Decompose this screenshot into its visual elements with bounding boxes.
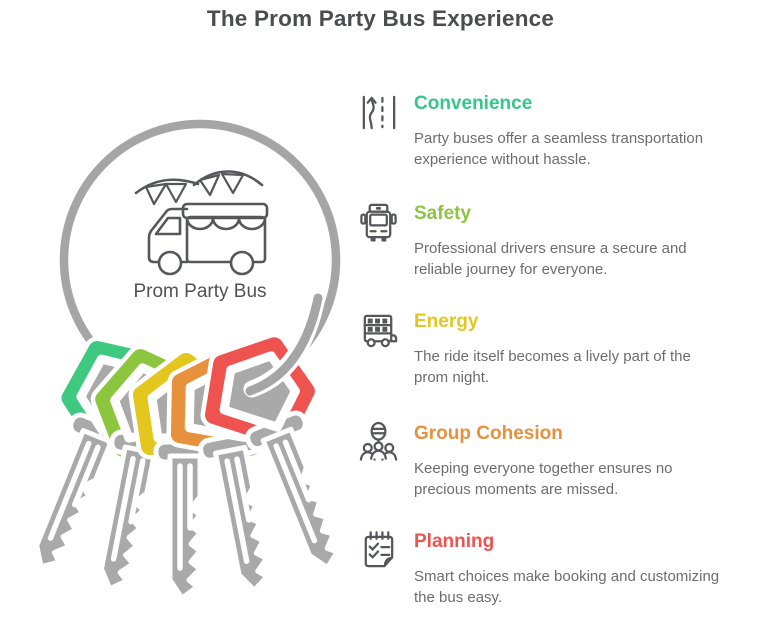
feature-heading: Convenience	[414, 93, 533, 114]
key-red	[200, 332, 340, 571]
double-decker-bus-icon	[357, 309, 400, 352]
feature-heading: Planning	[414, 531, 495, 552]
keyring-thread	[243, 293, 325, 398]
feature-description: Keeping everyone together ensures no pre…	[414, 460, 673, 498]
feature-heading: Group Cohesion	[414, 423, 563, 444]
feature-item-convenience: Convenience Party buses offer a seamless…	[357, 91, 717, 170]
keyring-illustration	[34, 119, 341, 601]
party-bus-icon	[147, 202, 269, 276]
group-balloon-icon	[357, 421, 400, 464]
feature-description: Professional drivers ensure a secure and…	[414, 240, 687, 278]
feature-description: Party buses offer a seamless transportat…	[414, 130, 704, 168]
feature-item-planning: Planning Smart choices make booking and …	[357, 529, 719, 608]
notepad-checklist-icon	[357, 529, 400, 572]
bunting-flags-icon	[134, 170, 264, 206]
feature-heading: Safety	[414, 203, 472, 224]
bus-front-icon	[357, 201, 400, 244]
feature-item-group-cohesion: Group Cohesion Keeping everyone together…	[357, 421, 717, 500]
lanes-icon	[357, 91, 400, 134]
feature-heading: Energy	[414, 311, 479, 332]
feature-item-safety: Safety Professional drivers ensure a sec…	[357, 201, 717, 280]
page-title: The Prom Party Bus Experience	[206, 6, 555, 31]
feature-item-energy: Energy The ride itself becomes a lively …	[357, 309, 717, 388]
feature-description: The ride itself becomes a lively part of…	[414, 348, 691, 386]
feature-description: Smart choices make booking and customizi…	[414, 568, 720, 606]
hub-label: Prom Party Bus	[133, 281, 267, 302]
